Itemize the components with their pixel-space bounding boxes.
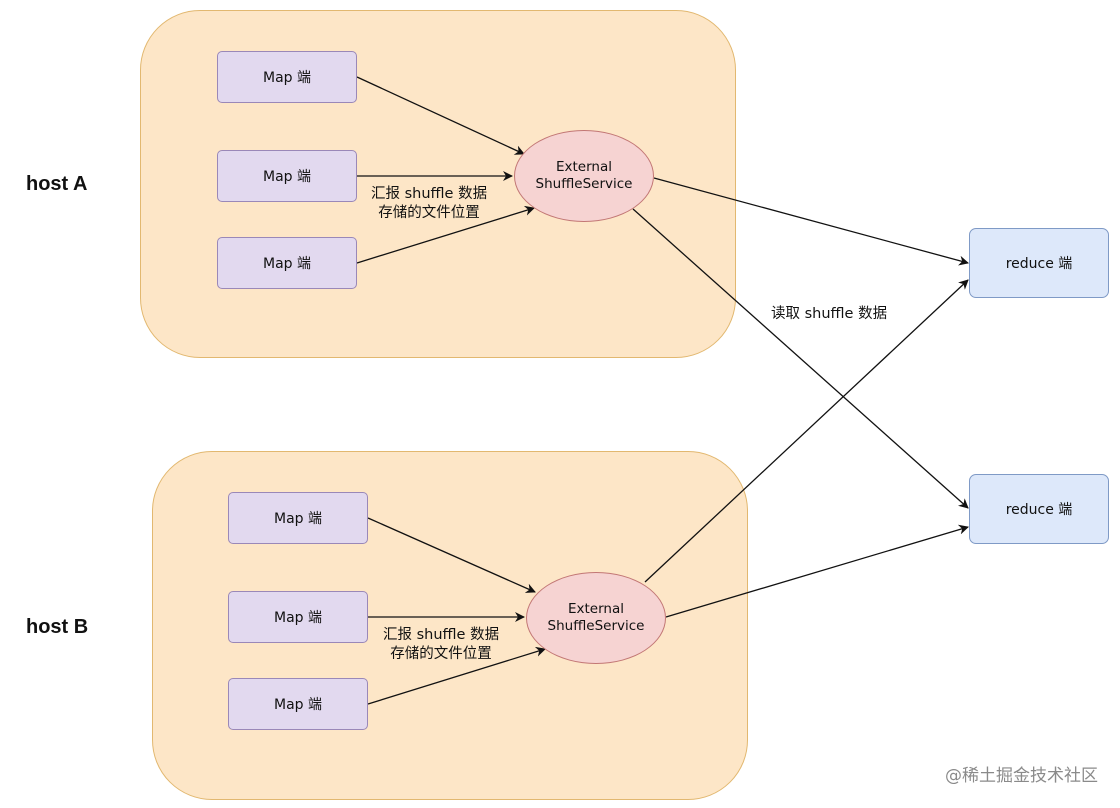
edge-ess-b-to-reduce1: [644, 279, 969, 583]
edge-ess-b-to-reduce2: [665, 524, 969, 618]
ess-a-line1: External: [555, 159, 612, 175]
host-b-external-shuffle-service: External ShuffleService: [526, 572, 666, 664]
host-a-report-label-line2: 存储的文件位置: [378, 205, 480, 221]
host-b-map-node-3: Map 端: [228, 678, 368, 730]
host-b-report-label-line1: 汇报 shuffle 数据: [383, 627, 500, 643]
edge-ess-a-to-reduce2: [632, 208, 969, 509]
host-a-report-label-line1: 汇报 shuffle 数据: [371, 186, 488, 202]
host-b-map-node-1: Map 端: [228, 492, 368, 544]
host-b-map-node-2: Map 端: [228, 591, 368, 643]
reduce-node-2: reduce 端: [969, 474, 1109, 544]
edge-ess-a-to-reduce1: [653, 177, 969, 266]
edge-host-b-map3-to-ess: [367, 646, 546, 705]
host-b-label: host B: [26, 616, 89, 638]
host-a-map-node-3: Map 端: [217, 237, 357, 289]
ess-a-line2: ShuffleService: [535, 176, 633, 192]
host-a-map-node-2: Map 端: [217, 150, 357, 202]
ess-b-line2: ShuffleService: [547, 618, 645, 634]
host-a-external-shuffle-service: External ShuffleService: [514, 130, 654, 222]
host-a-map-node-1: Map 端: [217, 51, 357, 103]
watermark: @稀土掘金技术社区: [945, 766, 1098, 786]
edge-host-a-map3-to-ess: [356, 205, 535, 264]
host-b-report-label: 汇报 shuffle 数据 存储的文件位置: [383, 626, 499, 664]
ess-b-line1: External: [567, 601, 624, 617]
reduce-node-1: reduce 端: [969, 228, 1109, 298]
host-b-report-label-line2: 存储的文件位置: [390, 646, 492, 662]
edge-host-a-map1-to-ess: [356, 76, 525, 155]
read-shuffle-label: 读取 shuffle 数据: [771, 306, 888, 322]
edge-host-b-map1-to-ess: [367, 517, 536, 593]
host-a-report-label: 汇报 shuffle 数据 存储的文件位置: [371, 185, 487, 223]
host-a-label: host A: [26, 173, 88, 195]
